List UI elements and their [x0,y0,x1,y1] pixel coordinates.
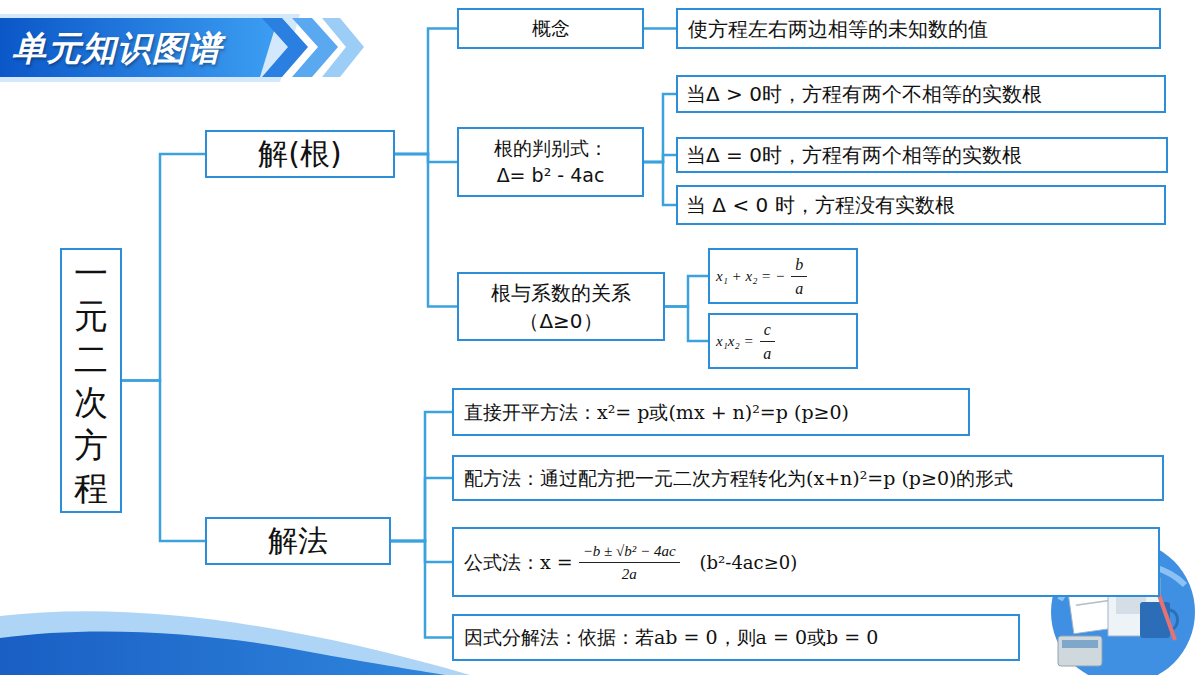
formula-box: x₁x₂ = ca [708,313,858,369]
bottom-wave [0,611,470,675]
branch-box: 解(根) [205,130,395,178]
tree-connector [391,541,452,638]
node-text: 当 Δ < 0 时，方程没有实数根 [686,191,955,219]
tree-connector [122,154,205,381]
case-box: 当Δ = 0时，方程有两个相等的实数根 [676,137,1168,173]
node-text: 配方法：通过配方把一元二次方程转化为(x+n)²=p (p≥0)的形式 [464,465,1013,492]
method-box: 公式法：x =−b ± √b² − 4ac2a(b²-4ac≥0) [452,527,1160,597]
illustration-calculator [1058,636,1102,666]
tree-connector [665,276,708,307]
tree-connector [391,412,452,541]
node-text: x₁x₂ = [716,330,754,353]
title-banner [0,18,278,77]
node-text: 公式法：x = [464,549,573,576]
tree-connector [644,27,676,30]
node-text: 解法 [268,522,328,560]
tree-connector [665,307,708,342]
fraction: ba [791,254,807,299]
definition-box: 使方程左右两边相等的未知数的值 [676,8,1161,49]
node-text: −b ± √b² − 4ac [579,541,680,563]
case-box: 当Δ > 0时，方程有两个不相等的实数根 [676,75,1166,113]
topic-box: 根与系数的关系（Δ≥0） [457,272,665,341]
tree-connector [644,94,676,162]
method-box: 直接开平方法：x²= p或(mx + n)²=p (p≥0) [452,388,970,436]
node-text: 使方程左右两边相等的未知数的值 [688,15,988,43]
node-text: a [763,342,771,364]
illustration-mug [1140,602,1170,638]
formula-row: x₁ + x₂ = − ba [716,254,807,299]
node-text: 直接开平方法：x²= p或(mx + n)²=p (p≥0) [464,399,849,426]
node-text: b [791,254,807,277]
node-text: a [795,277,803,299]
tree-connector [644,162,676,205]
fraction: ca [760,319,775,364]
illustration-calculator-screen [1062,640,1098,648]
node-text: 解(根) [258,135,341,173]
tree-connector [391,541,452,562]
method-box: 配方法：通过配方把一元二次方程转化为(x+n)²=p (p≥0)的形式 [452,455,1164,501]
node-text: 概念 [532,15,570,42]
node-text: x₁ + x₂ = − [716,265,785,288]
method-box: 因式分解法：依据：若ab = 0，则a = 0或b = 0 [452,614,1020,661]
topic-box: 根的判别式：Δ= b² - 4ac [457,127,644,197]
node-text: (b²-4ac≥0) [700,549,798,576]
node-text: c [760,319,775,342]
node-text: 当Δ = 0时，方程有两个相等的实数根 [686,141,1022,169]
tree-connector [122,381,205,542]
formula-box: x₁ + x₂ = − ba [708,248,858,304]
formula-row: 公式法：x =−b ± √b² − 4ac2a(b²-4ac≥0) [464,541,797,584]
node-text: 2a [622,563,637,584]
tree-connector [395,154,457,307]
root-box: 一元二次方程 [60,248,122,513]
node-text: （Δ≥0） [519,307,602,335]
banner-shadow [0,14,300,82]
banner-chevron [322,18,364,77]
topic-box: 概念 [457,8,644,49]
fraction: −b ± √b² − 4ac2a [579,541,680,584]
node-text: 一元二次方程 [73,252,109,510]
formula-row: x₁x₂ = ca [716,319,775,364]
node-text: 因式分解法：依据：若ab = 0，则a = 0或b = 0 [464,624,878,651]
case-box: 当 Δ < 0 时，方程没有实数根 [676,185,1166,225]
node-text: 根与系数的关系 [491,279,631,307]
node-text: 根的判别式： [494,135,608,162]
tree-connector [391,478,452,541]
branch-box: 解法 [205,517,391,565]
bottom-wave [0,631,445,675]
node-text: 当Δ > 0时，方程有两个不相等的实数根 [686,80,1042,108]
title-text: 单元知识图谱 [12,20,222,76]
node-text: Δ= b² - 4ac [497,162,605,189]
tree-connector [395,29,457,155]
